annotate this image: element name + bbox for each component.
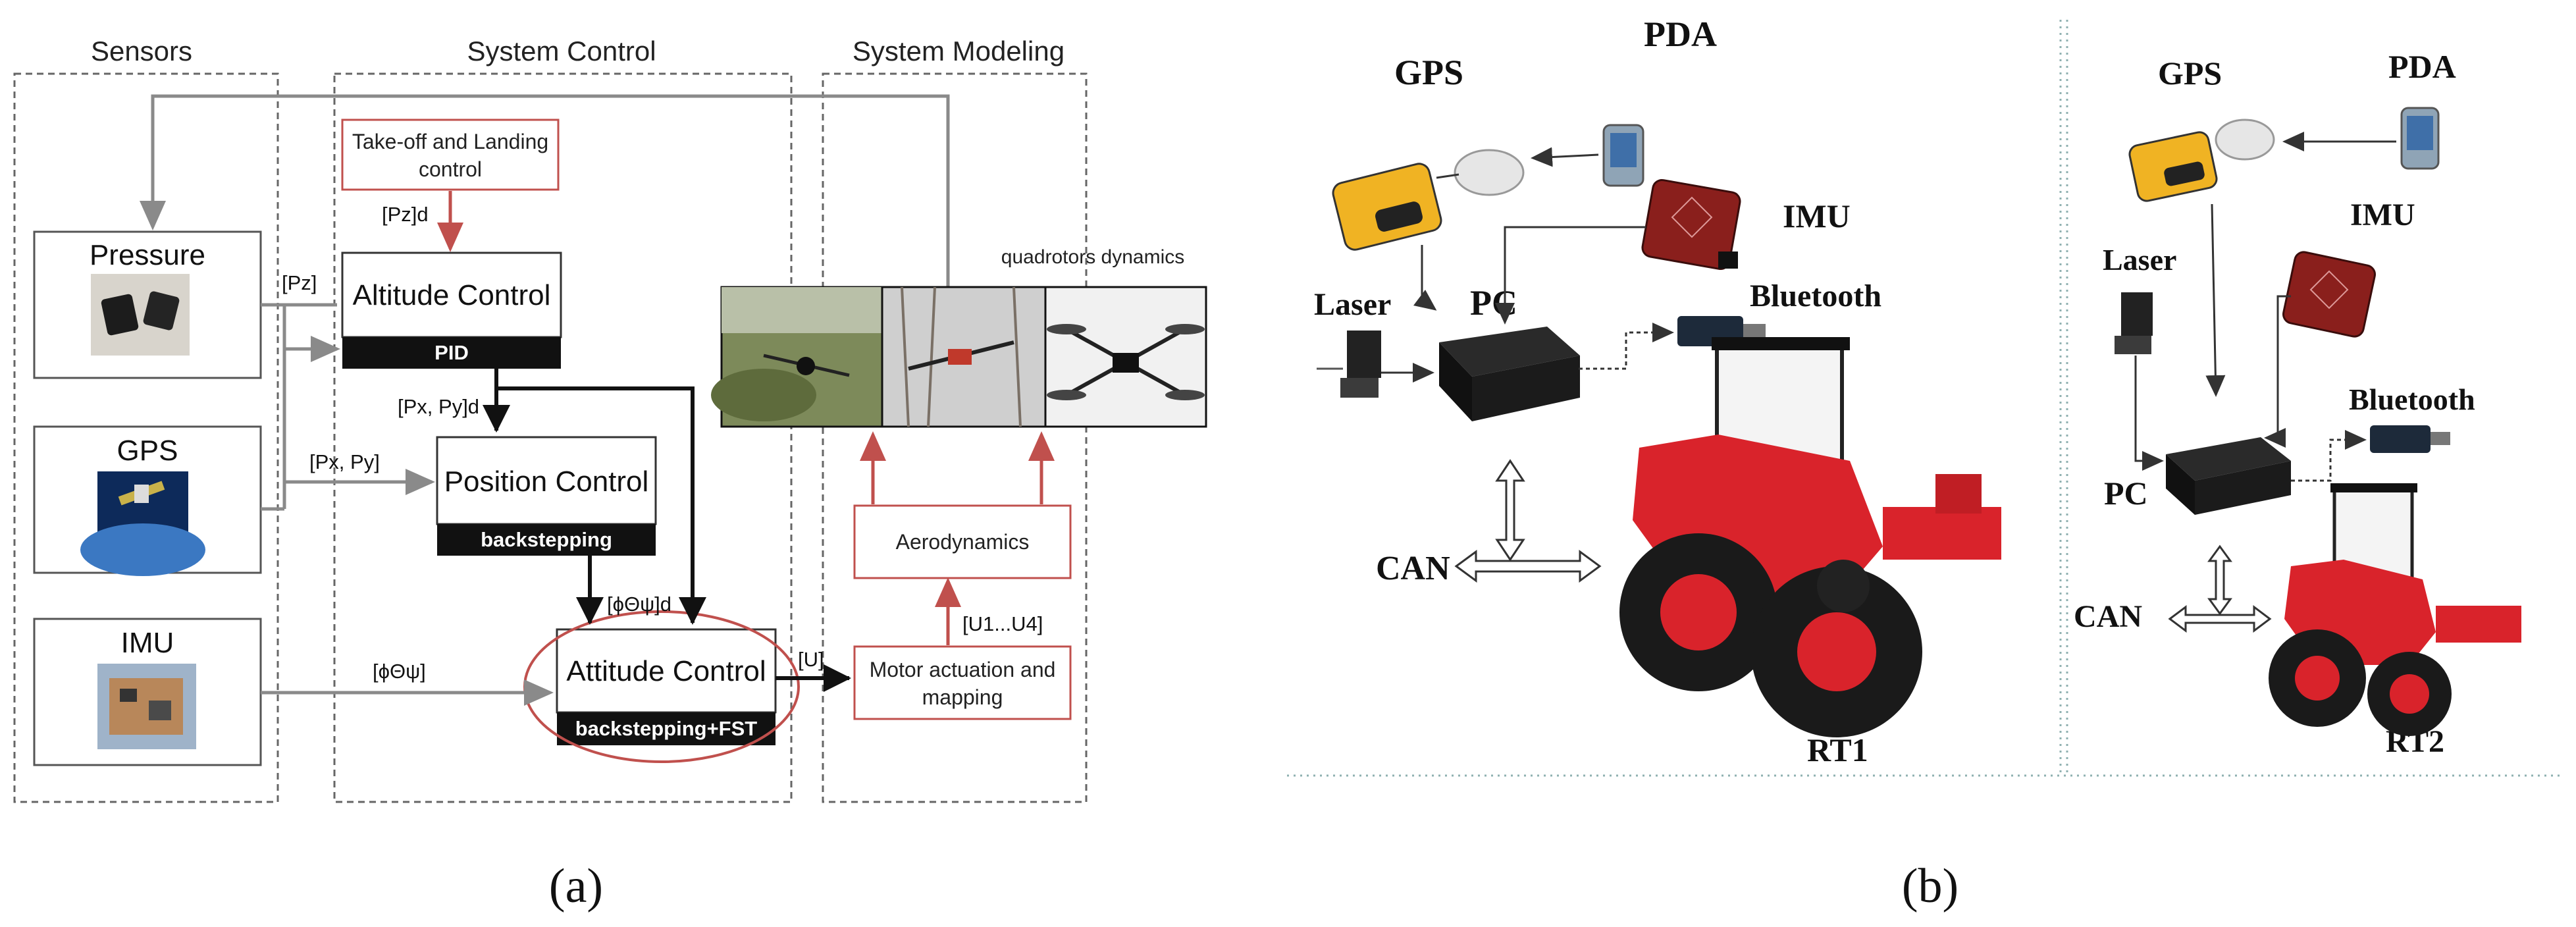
- rt1-gps-label: GPS: [1394, 53, 1463, 92]
- sensor-pressure: Pressure: [33, 230, 262, 379]
- section-title-system-modeling: System Modeling: [853, 36, 1065, 66]
- signal-pz: [Pz]: [282, 271, 317, 294]
- rt1-pc-icon: [1439, 327, 1580, 421]
- rt2-imu-label: IMU: [2350, 198, 2415, 232]
- rt2-bluetooth-icon: [2370, 425, 2450, 453]
- altitude-control-method: PID: [434, 341, 469, 364]
- rt1-imu-icon: [1641, 178, 1741, 271]
- rt2-tractor-icon: [2269, 483, 2521, 736]
- takeoff-label-line2: control: [419, 157, 482, 181]
- rt2-pc-label: PC: [2104, 475, 2148, 512]
- sensor-gps-label: GPS: [117, 435, 178, 467]
- panel-a: Sensors System Control System Modeling P…: [13, 36, 1207, 803]
- rt1-pda-label: PDA: [1644, 14, 1717, 54]
- rt1-diagram: PDA GPS IMU Laser PC Bluetooth CAN RT1: [1314, 14, 2001, 768]
- section-title-system-control: System Control: [467, 36, 656, 66]
- motor-label-line1: Motor actuation and: [870, 658, 1056, 681]
- rt1-bluetooth-label: Bluetooth: [1750, 278, 1881, 313]
- system-modeling-section-box: [822, 72, 1088, 803]
- rt2-gps-receiver-icon: [2128, 119, 2275, 202]
- quadrotors-dynamics-label: quadrotors dynamics: [1001, 246, 1184, 268]
- sensor-imu: IMU: [33, 618, 262, 766]
- rt2-laser-label: Laser: [2103, 243, 2176, 277]
- signal-angles-d: [ϕΘψ]d: [607, 593, 671, 616]
- altitude-control-block: Altitude Control PID: [341, 252, 562, 369]
- system-control-section-box: [333, 72, 793, 803]
- rt1-imu-label: IMU: [1783, 198, 1851, 234]
- rt2-gps-label: GPS: [2158, 55, 2222, 92]
- caption-a: (a): [549, 859, 603, 913]
- rt2-imu-icon: [2282, 251, 2376, 338]
- position-control-title: Position Control: [444, 465, 649, 498]
- rt2-pda-label: PDA: [2388, 48, 2456, 85]
- signal-pxpy: [Px, Py]: [309, 450, 380, 473]
- takeoff-label-line1: Take-off and Landing: [352, 130, 548, 153]
- sensors-section-box: [13, 72, 279, 803]
- signal-u1u4: [U1...U4]: [962, 612, 1043, 635]
- rt2-can-label: CAN: [2074, 599, 2142, 634]
- rt1-pda-icon: [1602, 124, 1644, 187]
- signal-angles: [ϕΘψ]: [373, 660, 426, 683]
- rt1-gps-receiver-icon: [1332, 149, 1525, 251]
- rt2-can-arrows: [2168, 544, 2272, 633]
- altitude-control-title: Altitude Control: [353, 279, 551, 311]
- attitude-control-title: Attitude Control: [566, 655, 766, 687]
- rt1-name-label: RT1: [1807, 731, 1868, 768]
- quadrotor-photo-3: [1044, 286, 1207, 428]
- feedback-arrow: [140, 94, 950, 286]
- rt1-laser-icon: [1317, 331, 1381, 398]
- quadrotor-photo-2: [881, 286, 1047, 428]
- attitude-control-block: Attitude Control backstepping+FST: [523, 610, 800, 763]
- sensor-imu-label: IMU: [121, 627, 174, 659]
- rt2-laser-icon: [2115, 292, 2153, 354]
- rt1-can-label: CAN: [1376, 550, 1450, 587]
- takeoff-landing-box: Take-off and Landing control: [341, 119, 560, 191]
- position-control-method: backstepping: [481, 528, 612, 551]
- rt2-diagram: GPS PDA IMU Laser PC Bluetooth CAN RT2: [2074, 48, 2521, 759]
- aerodynamics-label: Aerodynamics: [896, 530, 1030, 554]
- rt1-pc-label: PC: [1470, 283, 1517, 323]
- aerodynamics-box: Aerodynamics: [853, 504, 1072, 579]
- sensor-pressure-label: Pressure: [90, 239, 205, 271]
- section-title-sensors: Sensors: [91, 36, 192, 66]
- attitude-control-method: backstepping+FST: [575, 717, 758, 740]
- motor-actuation-box: Motor actuation and mapping: [853, 645, 1072, 720]
- rt1-laser-label: Laser: [1314, 287, 1391, 322]
- quadrotor-photo-1: [711, 286, 883, 428]
- rt2-pda-icon: [2400, 107, 2440, 170]
- motor-label-line2: mapping: [922, 685, 1003, 709]
- altitude-to-attitude-arrow: [494, 369, 706, 625]
- rt1-can-arrows: [1454, 459, 1602, 583]
- rt1-tractor-icon: [1619, 337, 2001, 737]
- caption-b: (b): [1902, 859, 1958, 913]
- signal-pzd: [Pz]d: [382, 203, 429, 226]
- position-control-block: Position Control backstepping: [436, 436, 657, 556]
- rt2-bluetooth-label: Bluetooth: [2349, 383, 2475, 416]
- sensor-gps: GPS: [33, 425, 262, 576]
- signal-pxpyd: [Px, Py]d: [398, 395, 479, 418]
- rt2-pc-icon: [2166, 437, 2291, 515]
- signal-u: [U]: [798, 648, 824, 671]
- panel-b: PDA GPS IMU Laser PC Bluetooth CAN RT1: [1287, 14, 2563, 777]
